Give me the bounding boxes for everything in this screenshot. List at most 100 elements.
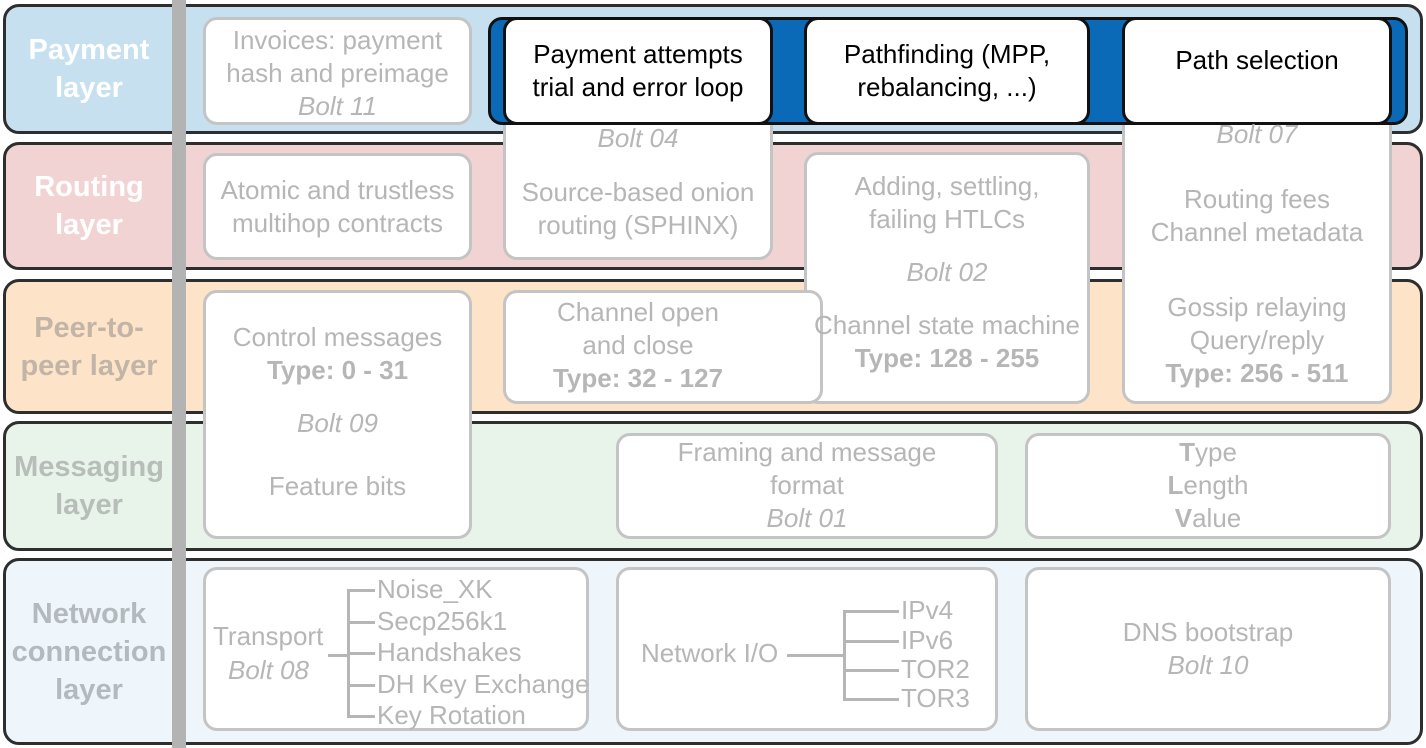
network-io-item: IPv6 <box>901 625 954 655</box>
routing-layer-line2: layer <box>55 209 123 241</box>
htlc-box <box>804 152 1090 404</box>
atomic-box: Atomic and trustless multihop contracts <box>203 153 472 260</box>
channel-open-box <box>503 290 823 404</box>
transport-branch-4 <box>347 684 375 687</box>
tlv-l: L <box>1167 470 1184 500</box>
transport-branch-1 <box>347 589 375 592</box>
dns-bolt: Bolt 10 <box>1167 650 1249 680</box>
network-layer-line3: layer <box>55 674 123 706</box>
messaging-layer-line2: layer <box>55 489 123 521</box>
bolt04-bolt: Bolt 04 <box>597 123 679 153</box>
htlc-text: Adding, settling, failing HTLCs Bolt 02 … <box>804 170 1090 400</box>
framing-line1: Framing and message <box>677 437 937 467</box>
framing-box: Framing and message format Bolt 01 <box>616 433 998 539</box>
network-layer-label: Network connection layer <box>5 562 173 742</box>
messaging-layer-label: Messaging layer <box>5 425 173 547</box>
transport-item: Key Rotation <box>377 700 526 730</box>
transport-box: Transport Bolt 08 Noise_XK Secp256k1 Han… <box>203 567 589 731</box>
bolt04-line2: routing (SPHINX) <box>537 210 739 240</box>
htlc-bolt: Bolt 02 <box>906 257 988 287</box>
tlv-alue: alue <box>1192 503 1242 533</box>
payment-attempts-line2: trial and error loop <box>532 72 744 102</box>
bolt07-text: Bolt 07 Routing fees Channel metadata Go… <box>1122 118 1392 398</box>
control-line1: Control messages <box>232 322 443 352</box>
payment-layer-line1: Payment <box>28 34 150 66</box>
payment-attempts-box: Payment attempts trial and error loop <box>503 17 773 125</box>
network-io-item: TOR2 <box>901 654 970 684</box>
transport-item: Handshakes <box>377 637 522 667</box>
htlc-type: Type: 128 - 255 <box>854 343 1040 373</box>
transport-label: Transport <box>213 621 324 651</box>
tlv-ype: ype <box>1194 437 1237 467</box>
pathfinding-box: Pathfinding (MPP, rebalancing, ...) <box>804 17 1090 125</box>
peer-layer-line1: Peer-to- <box>34 312 144 344</box>
bolt04-text: Source-based onion routing (SPHINX) <box>503 176 773 246</box>
bolt07-line1: Routing fees <box>1184 184 1330 214</box>
network-io-label: Network I/O <box>641 638 779 668</box>
transport-item: Noise_XK <box>377 574 493 604</box>
path-selection-box: Path selection <box>1122 17 1392 125</box>
bolt07-type: Type: 256 - 511 <box>1165 358 1349 388</box>
control-line2: Feature bits <box>268 471 407 501</box>
dns-line1: DNS bootstrap <box>1122 617 1294 647</box>
channel-open-type: Type: 32 - 127 <box>552 363 724 393</box>
channel-open-line1: Channel open <box>557 297 719 327</box>
atomic-line2: multihop contracts <box>232 207 443 238</box>
network-io-branch-3 <box>843 669 899 672</box>
messaging-layer-line1: Messaging <box>14 451 164 483</box>
channel-open-text: Channel open and close Type: 32 - 127 <box>503 296 773 396</box>
atomic-line1: Atomic and trustless <box>220 174 455 205</box>
tlv-type: Type <box>1028 436 1388 469</box>
peer-layer-line2: peer layer <box>20 350 158 382</box>
control-bolt: Bolt 09 <box>297 408 378 438</box>
dns-box: DNS bootstrap Bolt 10 <box>1025 567 1391 731</box>
transport-branch-2 <box>347 621 375 624</box>
transport-item: DH Key Exchange <box>377 669 590 699</box>
pathfinding-line2: rebalancing, ...) <box>857 72 1037 102</box>
bolt07-line2: Channel metadata <box>1150 217 1364 247</box>
network-io-branch-1 <box>843 610 899 613</box>
network-io-item: TOR3 <box>901 683 970 713</box>
payment-attempts-line1: Payment attempts <box>533 39 743 69</box>
network-io-branch-2 <box>843 640 899 643</box>
control-box: Control messages Type: 0 - 31 Bolt 09 Fe… <box>203 290 472 539</box>
htlc-line1: Adding, settling, <box>854 171 1040 201</box>
path-selection-line1: Path selection <box>1175 44 1339 75</box>
transport-tree-stem <box>328 654 350 657</box>
tlv-value: Value <box>1028 502 1388 535</box>
bolt07-line3: Gossip relaying <box>1167 292 1347 322</box>
htlc-line2: failing HTLCs <box>868 204 1026 234</box>
bolt04-line1: Source-based onion <box>521 177 755 207</box>
tlv-box: Type Length Value <box>1025 433 1391 539</box>
control-type: Type: 0 - 31 <box>266 355 409 385</box>
transport-bolt: Bolt 08 <box>228 655 309 685</box>
channel-open-line2: and close <box>582 330 694 360</box>
payment-layer-line2: layer <box>55 72 123 104</box>
transport-branch-3 <box>347 652 375 655</box>
routing-layer-line1: Routing <box>34 171 144 203</box>
transport-branch-5 <box>347 715 375 718</box>
network-io-item: IPv4 <box>901 595 954 625</box>
payment-layer-label: Payment layer <box>5 10 173 128</box>
invoices-line1: Invoices: payment <box>232 25 443 55</box>
peer-layer-label: Peer-to- peer layer <box>5 283 173 411</box>
network-layer-line1: Network <box>31 598 147 630</box>
bolt07-bolt: Bolt 07 <box>1216 119 1298 149</box>
framing-bolt: Bolt 01 <box>766 503 848 533</box>
pathfinding-line1: Pathfinding (MPP, <box>843 39 1051 69</box>
tlv-v: V <box>1174 503 1193 533</box>
tlv-t: T <box>1179 437 1195 467</box>
network-io-branch-4 <box>843 698 899 701</box>
transport-item: Secp256k1 <box>377 606 508 636</box>
network-io-box: Network I/O IPv4 IPv6 TOR2 TOR3 <box>616 567 998 731</box>
channel-htlc-joint <box>790 293 810 401</box>
bolt07-line4: Query/reply <box>1189 325 1325 355</box>
invoices-line2: hash and preimage <box>226 58 449 88</box>
invoices-box: Invoices: payment hash and preimage Bolt… <box>203 17 472 125</box>
tlv-ength: ength <box>1183 470 1249 500</box>
network-io-tree-stem <box>787 654 845 657</box>
layer-label-separator <box>172 0 186 748</box>
network-io-tree-trunk <box>843 610 846 700</box>
htlc-line3: Channel state machine <box>814 310 1080 340</box>
invoices-bolt: Bolt 11 <box>297 91 377 121</box>
